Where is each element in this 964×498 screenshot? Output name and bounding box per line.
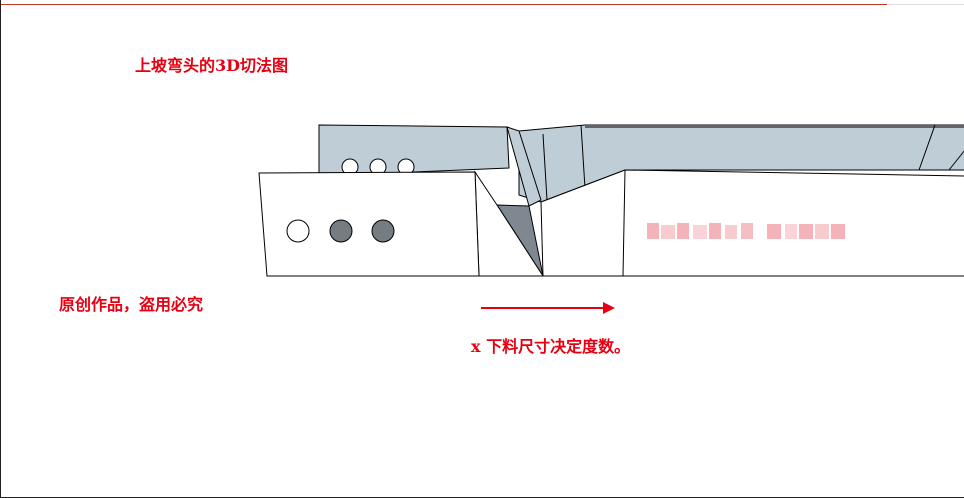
- top-border-line-end: [887, 4, 964, 5]
- right-channel-edge: [580, 124, 586, 189]
- front-hole-3: [371, 219, 395, 243]
- cut-size-note: x 下料尺寸决定度数。: [471, 337, 631, 356]
- right-arrow-icon: [481, 302, 615, 314]
- v-notch-left-face: [506, 126, 542, 207]
- right-channel-edge: [542, 133, 548, 201]
- right-channel-end-edge: [918, 124, 936, 171]
- watermark-blur: [647, 223, 845, 239]
- right-channel-end-edge: [948, 150, 964, 171]
- copyright-notice: 原创作品，盗用必究: [59, 295, 204, 314]
- diagram-title: 上坡弯头的3D切法图: [135, 56, 289, 75]
- right-channel-fold-line: [622, 169, 626, 277]
- left-channel-front-face: [258, 171, 480, 277]
- front-hole-1: [286, 219, 310, 243]
- front-hole-2: [329, 219, 353, 243]
- right-channel-back-wall: [518, 124, 964, 203]
- top-border-line: [1, 4, 887, 5]
